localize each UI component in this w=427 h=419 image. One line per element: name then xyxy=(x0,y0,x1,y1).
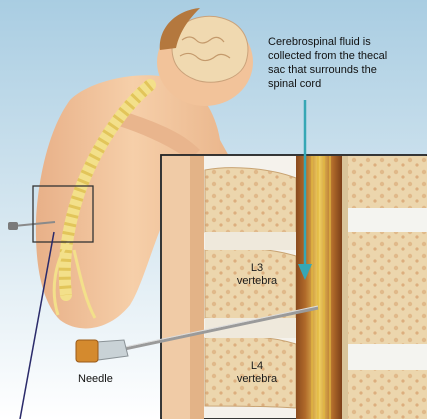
inset-anatomy xyxy=(162,156,427,419)
l3-vertebra-label: L3 vertebra xyxy=(232,262,282,288)
small-needle-hub xyxy=(8,222,18,230)
l4-vertebra-label: L4 vertebra xyxy=(232,360,282,386)
callout-text: Cerebrospinal fluid is collected from th… xyxy=(268,35,427,91)
needle-barrel xyxy=(96,340,128,360)
needle-label: Needle xyxy=(78,372,113,386)
needle-hub xyxy=(76,340,98,362)
